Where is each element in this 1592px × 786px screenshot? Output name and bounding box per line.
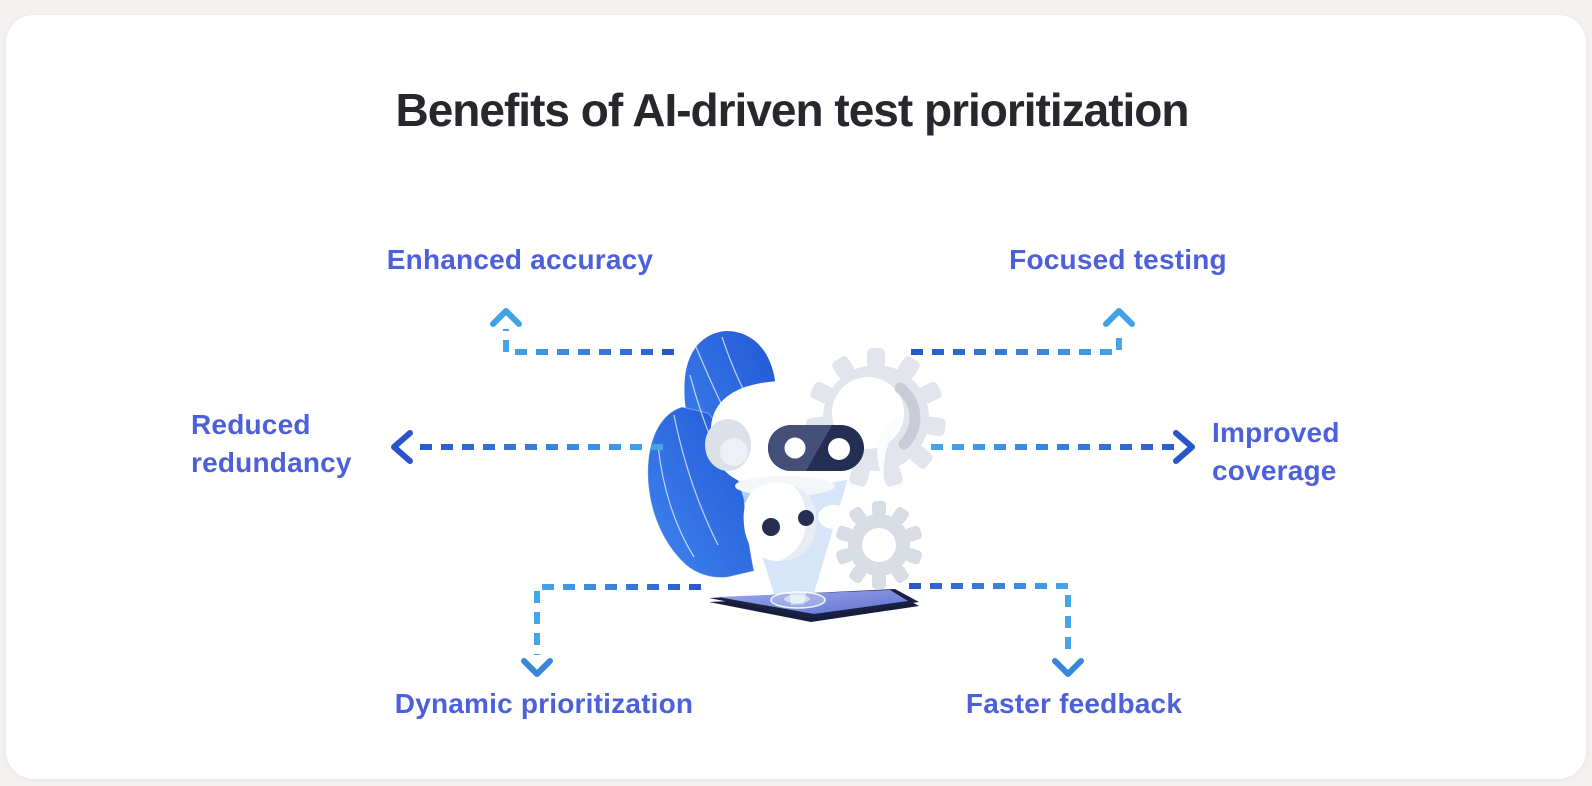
robot-eye-right [828, 438, 850, 460]
robot-body-eye-left [762, 518, 780, 536]
arrow-down-icon [1052, 658, 1084, 677]
white-crescent-accent [877, 417, 904, 479]
diagram-scene [391, 308, 1195, 677]
page-title: Benefits of AI-driven test prioritizatio… [395, 84, 1189, 136]
benefit-label-reduced-redundancy: Reduced redundancy [191, 409, 352, 478]
dashed-arrow-top-left [490, 308, 674, 355]
robot-body-eye-right [798, 510, 814, 526]
arrow-right-icon [1173, 430, 1195, 464]
robot-eye-left [784, 437, 806, 459]
robot-hologram-illustration [647, 331, 946, 622]
dashed-arrow-top-right [911, 308, 1135, 355]
arrow-left-icon [391, 430, 413, 464]
dashed-arrow-bottom-right [909, 583, 1084, 677]
benefit-label-faster-feedback: Faster feedback [965, 688, 1183, 719]
robot-visor [768, 425, 864, 471]
benefit-label-focused-testing: Focused testing [1009, 244, 1227, 275]
benefit-label-improved-coverage: Improved coverage [1212, 417, 1340, 486]
arrow-up-icon [490, 308, 522, 327]
dashed-arrow-bottom-left [521, 584, 701, 677]
arrow-up-icon [1103, 308, 1135, 327]
dashed-arrow-left [391, 430, 663, 464]
arrow-down-icon [521, 658, 553, 677]
tablet [709, 589, 919, 622]
infographic-card: Benefits of AI-driven test prioritizatio… [6, 15, 1586, 779]
benefit-label-enhanced-accuracy: Enhanced accuracy [386, 244, 654, 275]
robot-arm [818, 505, 850, 529]
gear-small-icon [836, 501, 922, 589]
hologram-glow [770, 591, 826, 609]
benefit-label-dynamic-prioritization: Dynamic prioritization [394, 688, 694, 719]
dashed-arrow-right [931, 430, 1195, 464]
robot-body [735, 476, 850, 561]
